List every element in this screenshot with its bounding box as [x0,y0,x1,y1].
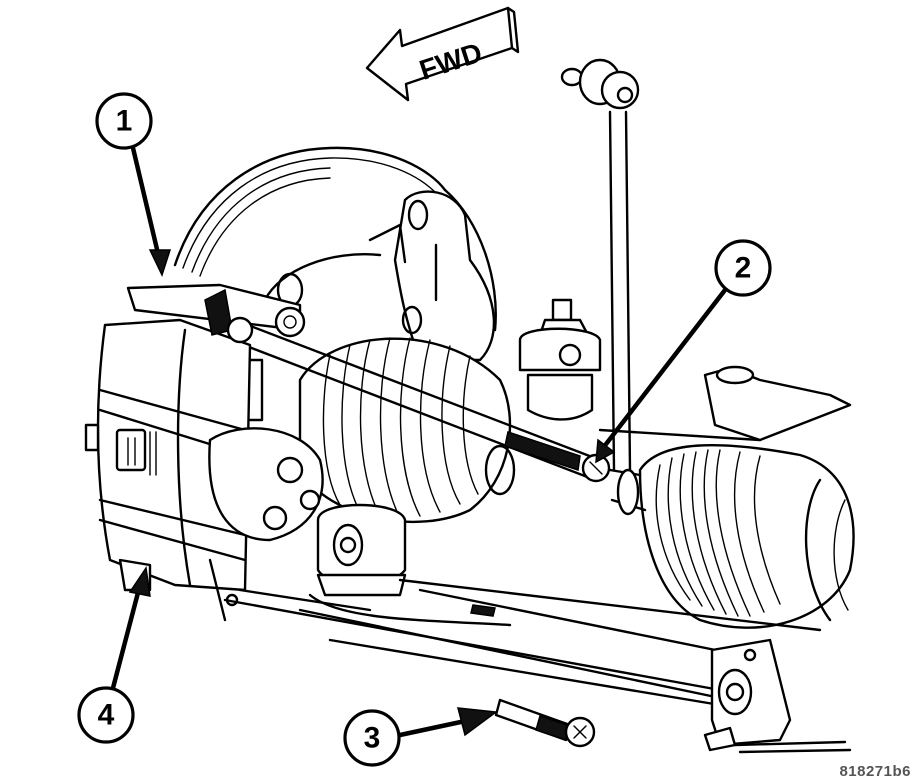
outer-boot [598,365,855,629]
callout-2: 2 [595,239,772,464]
steering-knuckle [263,190,496,362]
lower-control-arm [208,558,822,707]
callout-4: 4 [77,565,151,744]
ball-joint [518,298,602,421]
control-arm-bolt [494,698,596,748]
caliper-bolts [204,288,324,542]
tie-rod [234,320,611,483]
callout-3-number: 3 [364,722,381,755]
callout-4-number: 4 [98,699,115,732]
figure-reference-id: 818271b6 [839,763,911,780]
callout-2-number: 2 [735,252,752,285]
brake-caliper [84,283,302,592]
callout-3: 3 [343,707,498,767]
inner-boot [298,337,516,524]
control-arm-bracket [703,638,852,754]
fwd-arrow-icon: FWD [365,6,520,102]
brake-rotor [173,146,497,332]
callout-1: 1 [95,92,172,278]
callout-1-number: 1 [116,105,133,138]
lower-ball-joint [316,503,407,597]
